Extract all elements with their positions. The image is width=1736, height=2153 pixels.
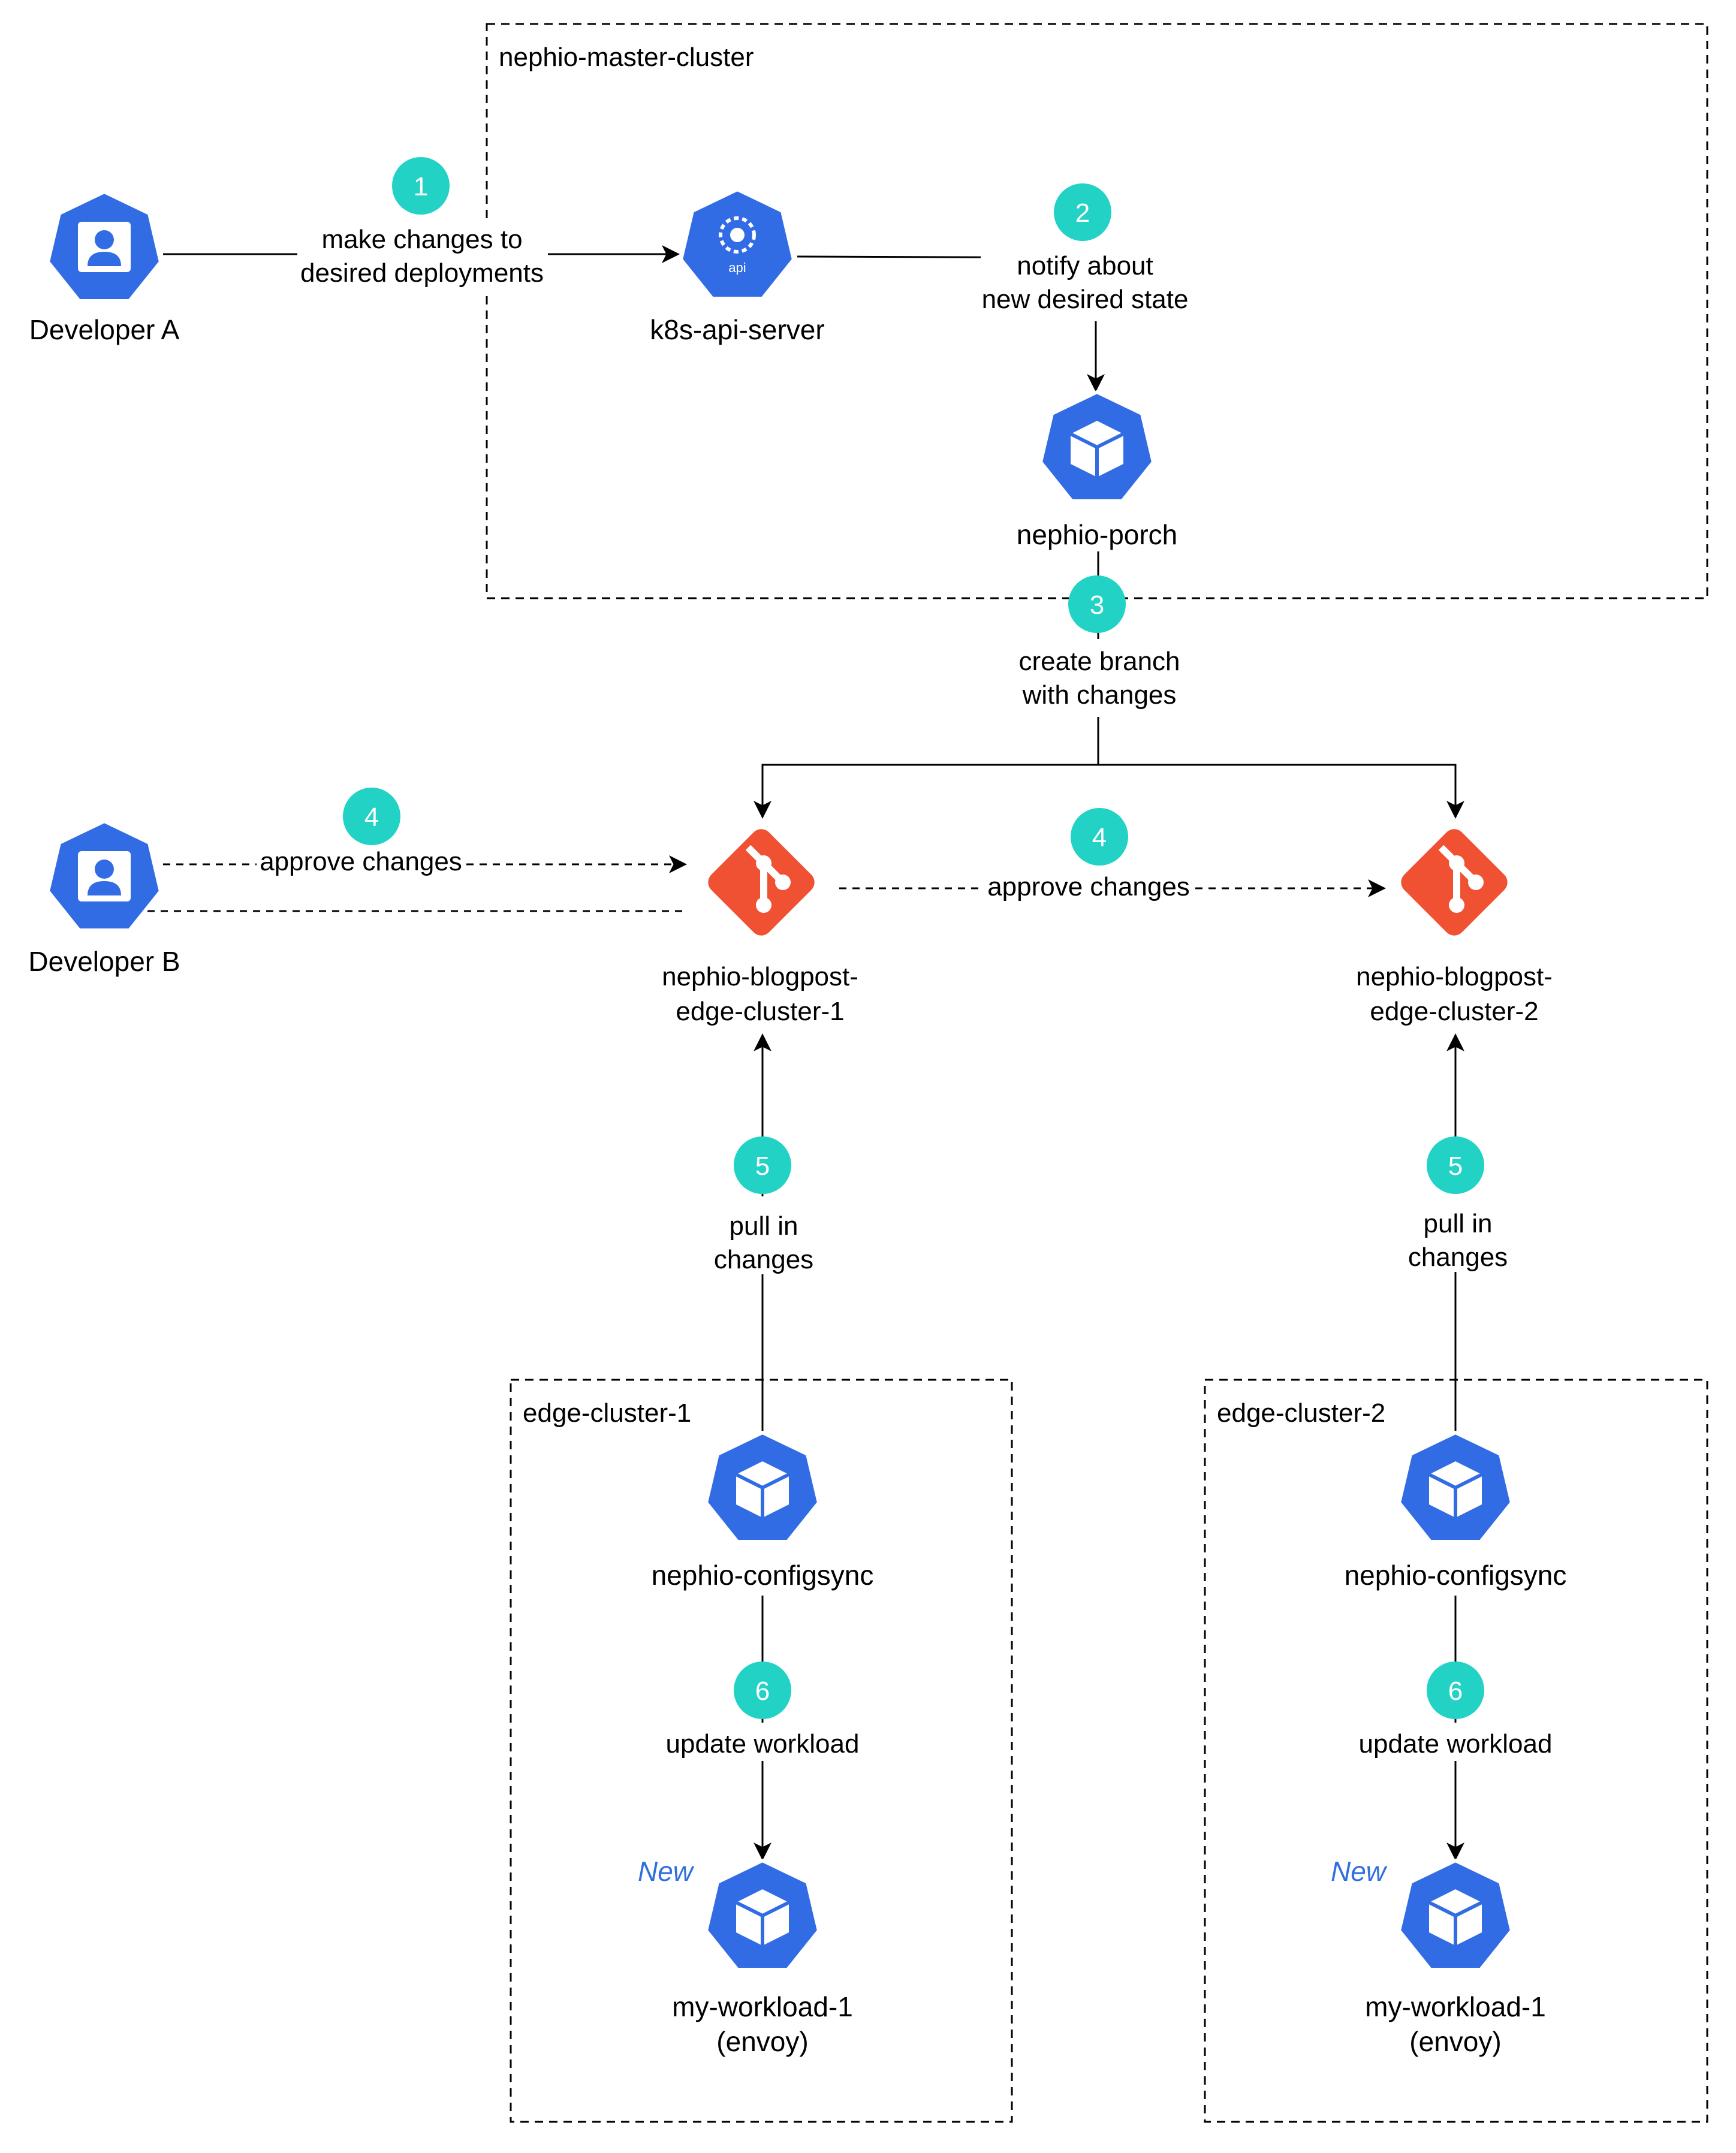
- step-number: 4: [364, 803, 379, 832]
- user-icon: [48, 192, 161, 301]
- git-icon: [704, 825, 819, 940]
- node-repo-edge-cluster-2: nephio-blogpost- edge-cluster-2: [1356, 825, 1553, 1026]
- workload1-label-line2: (envoy): [716, 2026, 808, 2057]
- step-badge: [1427, 1662, 1484, 1719]
- connectors: [147, 245, 1464, 1860]
- step-5-text-line2: changes: [714, 1245, 813, 1274]
- k8s-pod-icon: [1041, 392, 1153, 501]
- k8s-pod-icon: [706, 1433, 819, 1542]
- api-badge: api: [728, 260, 746, 275]
- k8s-pod-icon: [706, 1860, 819, 1970]
- configsync1-label: nephio-configsync: [652, 1560, 874, 1591]
- edge-cluster-1-boundary: edge-cluster-1: [510, 1379, 1013, 2123]
- step-6-text: update workload: [666, 1729, 860, 1759]
- edge-cluster-2-label: edge-cluster-2: [1217, 1398, 1385, 1428]
- node-configsync-2: nephio-configsync: [1345, 1433, 1567, 1591]
- step-number: 5: [1448, 1151, 1463, 1181]
- repo2-label-line2: edge-cluster-2: [1370, 997, 1538, 1026]
- step-4-developer-b: 4 approve changes: [260, 788, 462, 876]
- workload2-label-line2: (envoy): [1409, 2026, 1501, 2057]
- step-1: 1 make changes to desired deployments: [300, 157, 544, 288]
- user-icon: [48, 821, 161, 930]
- k8s-pod-icon: [1399, 1860, 1512, 1970]
- step-3: 3 create branch with changes: [1018, 575, 1180, 710]
- developer-b-label: Developer B: [28, 946, 180, 977]
- step-number: 3: [1090, 590, 1104, 620]
- master-cluster-label: nephio-master-cluster: [499, 43, 754, 72]
- step-4-text: approve changes: [260, 847, 462, 876]
- label-backgrounds: [257, 218, 1559, 1761]
- gear-hub: [730, 228, 745, 242]
- node-configsync-1: nephio-configsync: [652, 1433, 874, 1591]
- edge-cluster-1-label: edge-cluster-1: [523, 1398, 691, 1428]
- step-number: 6: [755, 1676, 770, 1706]
- edge-porch-to-repo2: [1098, 764, 1464, 819]
- k8s-pod-icon: [1399, 1433, 1512, 1542]
- node-developer-a: Developer A: [29, 192, 180, 345]
- step-badge: [343, 788, 400, 845]
- step-badge: [392, 157, 450, 215]
- step-5-cluster-2: 5 pull in changes: [1408, 1136, 1508, 1272]
- configsync2-label: nephio-configsync: [1345, 1560, 1567, 1591]
- step-number: 6: [1448, 1676, 1463, 1706]
- workload2-label-line1: my-workload-1: [1365, 1991, 1546, 2022]
- node-porch: nephio-porch: [1017, 392, 1178, 550]
- step-6-text: update workload: [1359, 1729, 1553, 1759]
- node-repo-edge-cluster-1: nephio-blogpost- edge-cluster-1: [662, 825, 858, 1026]
- step-5-text-line2: changes: [1408, 1243, 1508, 1272]
- step-5-text-line1: pull in: [1424, 1209, 1493, 1238]
- step-2: 2 notify about new desired state: [982, 183, 1189, 314]
- developer-a-label: Developer A: [29, 314, 180, 345]
- k8s-api-icon: [681, 189, 794, 298]
- step-badge: [1054, 183, 1111, 241]
- step-badge: [734, 1662, 791, 1719]
- step-number: 2: [1075, 198, 1090, 228]
- step-2-text-line2: new desired state: [982, 285, 1189, 314]
- step-1-text-line2: desired deployments: [300, 258, 544, 288]
- gear-icon: [719, 216, 756, 254]
- step-6-cluster-2: 6 update workload: [1359, 1662, 1553, 1759]
- step-4-text: approve changes: [987, 872, 1190, 901]
- step-badge: [1071, 808, 1128, 866]
- step-5-text-line1: pull in: [730, 1211, 798, 1241]
- node-api-server: api k8s-api-server: [650, 189, 825, 345]
- node-developer-b: Developer B: [28, 821, 180, 977]
- new-tag: New: [638, 1856, 695, 1887]
- step-4-repo: 4 approve changes: [987, 808, 1190, 901]
- step-badge: [1427, 1136, 1484, 1194]
- workload1-label-line1: my-workload-1: [672, 1991, 853, 2022]
- step-3-text-line2: with changes: [1022, 680, 1177, 710]
- step-5-cluster-1: 5 pull in changes: [714, 1136, 813, 1274]
- new-tag: New: [1331, 1856, 1388, 1887]
- step-number: 5: [755, 1151, 770, 1181]
- api-server-label: k8s-api-server: [650, 314, 824, 345]
- step-1-text-line1: make changes to: [321, 225, 522, 254]
- step-2-text-line1: notify about: [1017, 251, 1153, 281]
- step-number: 1: [414, 172, 428, 201]
- git-icon: [1397, 825, 1512, 940]
- step-number: 4: [1092, 823, 1107, 852]
- porch-label: nephio-porch: [1017, 519, 1178, 550]
- repo1-label-line1: nephio-blogpost-: [662, 962, 858, 991]
- step-badge: [1068, 575, 1126, 633]
- step-6-cluster-1: 6 update workload: [666, 1662, 860, 1759]
- repo2-label-line1: nephio-blogpost-: [1356, 962, 1553, 991]
- step-badge: [734, 1136, 791, 1194]
- node-workload-2: New my-workload-1 (envoy): [1331, 1856, 1546, 2057]
- step-3-text-line1: create branch: [1018, 647, 1180, 676]
- repo1-label-line2: edge-cluster-1: [676, 997, 844, 1026]
- node-workload-1: New my-workload-1 (envoy): [638, 1856, 853, 2057]
